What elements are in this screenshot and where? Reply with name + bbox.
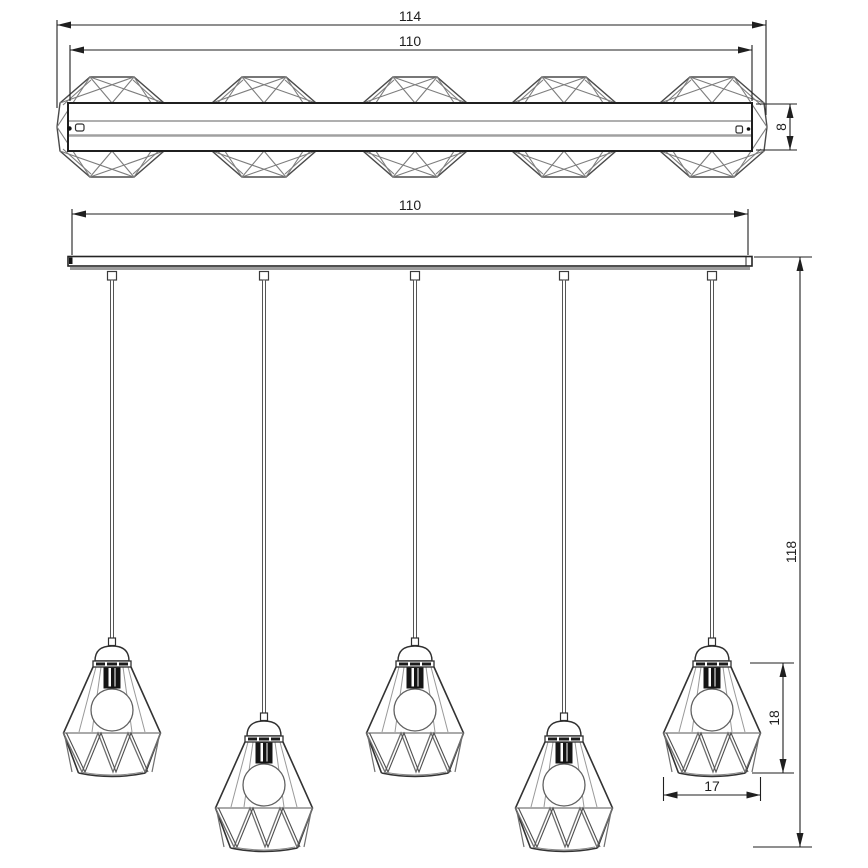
- rail-end-stud-left: [67, 126, 72, 131]
- top-view-rail: [67, 102, 753, 152]
- dimension-overall-width: 114: [56, 8, 767, 115]
- dimension-rail-depth: 8: [756, 103, 797, 151]
- cord-connector: [258, 270, 270, 281]
- cage-shade: [62, 637, 162, 778]
- dimension-rail-length-top: 110: [69, 33, 753, 101]
- front-view: 110: [62, 197, 812, 853]
- pendant-5: [662, 270, 762, 778]
- suspension-cord: [710, 279, 714, 639]
- rail-end-cap-left: [69, 257, 73, 264]
- suspension-cord: [562, 279, 566, 714]
- cord-connector: [558, 270, 570, 281]
- pendant-3: [365, 270, 465, 778]
- cage-shade: [365, 637, 465, 778]
- pendant-2: [214, 270, 314, 853]
- dimension-drop-height: 118: [753, 256, 812, 848]
- front-view-rail: [67, 255, 753, 270]
- suspension-cord: [110, 279, 114, 639]
- dim-shade-height-label: 18: [766, 710, 782, 726]
- cord-connector: [706, 270, 718, 281]
- suspension-cord: [262, 279, 266, 714]
- top-view: 114 110 8: [56, 8, 797, 178]
- cord-connector: [106, 270, 118, 281]
- pendant-4: [514, 270, 614, 853]
- cage-shade: [214, 712, 314, 853]
- cage-shade: [662, 637, 762, 778]
- pendant-1: [62, 270, 162, 778]
- rail-slot-right: [735, 125, 744, 134]
- dim-drop-height-label: 118: [783, 541, 799, 564]
- cord-connector: [409, 270, 421, 281]
- dimension-shade-height: 18: [750, 662, 794, 774]
- dim-shade-width-label: 17: [704, 778, 720, 794]
- pendants: [62, 270, 762, 853]
- dim-rail-length-top-label: 110: [399, 33, 422, 49]
- dim-rail-depth-label: 8: [773, 123, 789, 131]
- dim-overall-width-label: 114: [399, 8, 422, 24]
- rail-slot-left: [74, 123, 85, 132]
- dimension-shade-width: 17: [662, 777, 762, 801]
- dimension-rail-length-front: 110: [71, 197, 749, 255]
- cage-shade: [514, 712, 614, 853]
- rail-end-stud-right: [746, 127, 751, 131]
- suspension-cord: [413, 279, 417, 639]
- dim-rail-length-front-label: 110: [399, 197, 422, 213]
